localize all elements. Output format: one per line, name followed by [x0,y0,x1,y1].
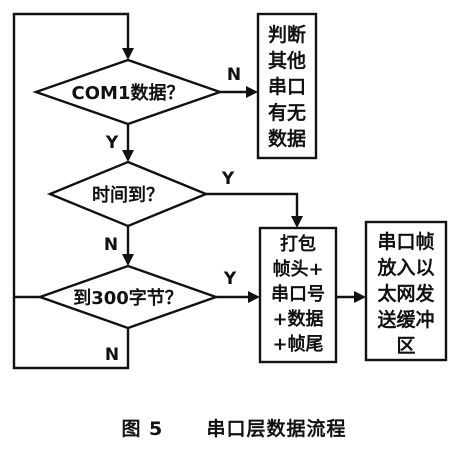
box-pack-frame [258,226,338,364]
pack-line-1: 打包 [280,233,316,255]
bytes-yes-arrowhead [248,291,260,303]
check-other-line-3: 串口 [268,76,306,98]
figure-caption: 图 5 串口层数据流程 [0,414,468,441]
pack-line-4: +数据 [272,308,323,330]
time-yes-label: Y [221,169,235,189]
com1-yes-arrowhead [122,150,134,162]
time-no-arrowhead [122,254,134,266]
com1-no-label: N [227,65,241,85]
bytes-yes-label: Y [223,269,237,289]
pack-to-send-arrowhead [354,291,366,303]
box-pack-frame-text: 打包 帧头+ 串口号 +数据 +帧尾 [271,233,325,355]
check-other-line-4: 有无 [268,101,306,124]
check-other-line-2: 其他 [268,49,306,72]
decision-com1-label: COM1数据？ [72,82,185,104]
com1-no-arrowhead [246,86,258,98]
send-line-3: 太网发 [377,282,435,305]
bytes-no-label: N [105,345,119,365]
box-ethernet-send-buffer [364,220,448,362]
decision-bytes-label: 到300字节？ [73,287,183,309]
check-other-line-1: 判断 [268,23,306,46]
loop-arrowhead [122,48,134,60]
check-other-line-5: 数据 [268,127,306,150]
pack-line-2: 帧头+ [272,258,323,280]
box-check-other-ports-text: 判断 其他 串口 有无 数据 [268,23,306,150]
bytes-no-line [12,297,130,370]
com1-yes-label: Y [105,133,119,153]
pack-line-5: +帧尾 [272,333,323,355]
pack-line-3: 串口号 [271,284,325,305]
box-check-other-ports [256,12,318,160]
time-yes-line [206,192,299,218]
figure-title: 串口层数据流程 [206,418,347,440]
send-line-4: 送缓冲 [377,308,434,331]
send-line-1: 串口帧 [377,230,434,253]
box-ethernet-send-buffer-text: 串口帧 放入以 太网发 送缓冲 区 [376,230,435,357]
decision-time-label: 时间到？ [92,185,164,206]
time-no-label: N [104,235,118,255]
loop-back-line [12,12,130,299]
time-yes-arrowhead [291,216,303,228]
send-line-5: 区 [396,335,415,357]
figure-number: 图 5 [121,418,164,440]
send-line-2: 放入以 [376,256,434,279]
